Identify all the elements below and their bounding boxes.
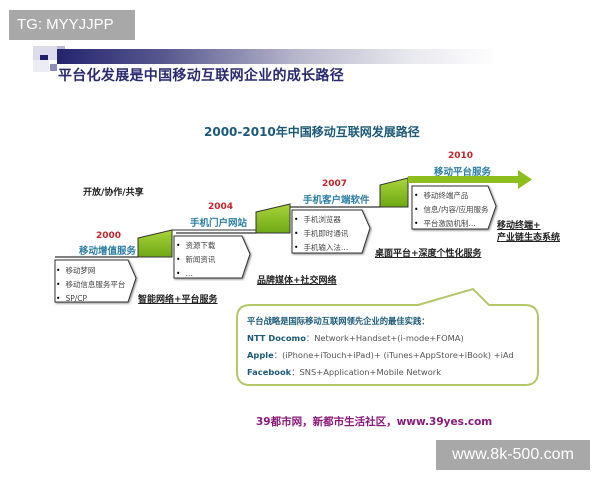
- company-name: Facebook: [247, 367, 292, 377]
- separator: ：: [273, 350, 283, 360]
- callout-box: 平台战略是国际移动互联网领先企业的最佳实践： NTT Docomo：Networ…: [247, 313, 514, 381]
- company-detail: Network+Handset+(i-mode+FOMA): [314, 333, 464, 343]
- callout-row-facebook: Facebook：SNS+Application+Mobile Network: [247, 364, 514, 381]
- separator: ：: [291, 367, 300, 377]
- footer-text: 39都市网，新都市生活社区，www.39yes.com: [256, 416, 493, 428]
- stage-2010-caption-line2: 产业链生态系统: [497, 233, 561, 243]
- list-item: 手机输入法…: [294, 241, 348, 255]
- watermark-bottom: www.8k-500.com: [436, 440, 590, 470]
- company-detail: SNS+Application+Mobile Network: [299, 367, 442, 377]
- callout-heading: 平台战略是国际移动互联网领先企业的最佳实践：: [247, 316, 430, 326]
- diagram-title: 2000-2010年中国移动互联网发展路径: [204, 125, 420, 139]
- header-gradient-bar: [57, 49, 497, 64]
- list-item: 移动信息服务平台: [56, 278, 125, 292]
- stage-2000-caption: 智能网络+平台服务: [138, 295, 218, 305]
- stage-2010-items: 移动终端产品 信息/内容/应用服务 平台激励机制…: [414, 189, 489, 231]
- stage-2004-name: 手机门户网站: [190, 218, 248, 229]
- stage-2000-items: 移动梦网 移动信息服务平台 SP/CP: [56, 264, 125, 306]
- stage-2010-caption-line1: 移动终端+: [497, 221, 541, 231]
- stage-2000-name: 移动增值服务: [79, 246, 137, 257]
- watermark-top: TG: MYYJJPP: [9, 10, 135, 40]
- stage-2000-year: 2000: [96, 231, 122, 241]
- stage-2004-caption: 品牌媒体+社交网络: [257, 276, 337, 286]
- theme-label: 开放/协作/共享: [83, 188, 144, 198]
- stage-2010-year: 2010: [448, 151, 474, 161]
- stage-2007-name: 手机客户端软件: [303, 195, 370, 206]
- list-item: 平台激励机制…: [414, 217, 489, 231]
- stage-2004-items: 资源下载 新闻资讯 …: [176, 239, 215, 281]
- stage-2007-year: 2007: [322, 179, 348, 189]
- stage-2007-caption: 桌面平台+深度个性化服务: [375, 249, 482, 259]
- company-detail: (iPhone+iTouch+iPad)+ (iTunes+AppStore+i…: [282, 350, 514, 360]
- list-item: …: [176, 267, 215, 281]
- stage-2007-items: 手机浏览器 手机即时通讯 手机输入法…: [294, 213, 348, 255]
- list-item: 移动终端产品: [414, 189, 489, 203]
- company-name: Apple: [247, 350, 274, 360]
- list-item: 信息/内容/应用服务: [414, 203, 488, 217]
- list-item: 资源下载: [176, 239, 215, 253]
- list-item: 新闻资讯: [176, 253, 215, 267]
- list-item: 移动梦网: [56, 264, 125, 278]
- stage-2004-year: 2004: [208, 202, 234, 212]
- list-item: 手机浏览器: [294, 213, 348, 227]
- separator: ：: [305, 333, 315, 343]
- company-name: NTT Docomo: [247, 333, 306, 343]
- callout-row-docomo: NTT Docomo：Network+Handset+(i-mode+FOMA): [247, 330, 514, 347]
- slide-title: 平台化发展是中国移动互联网企业的成长路径: [58, 68, 344, 84]
- list-item: SP/CP: [56, 292, 125, 306]
- stage-2010-name: 移动平台服务: [434, 167, 492, 178]
- callout-row-apple: Apple：(iPhone+iTouch+iPad)+ (iTunes+AppS…: [247, 347, 514, 364]
- list-item: 手机即时通讯: [294, 227, 348, 241]
